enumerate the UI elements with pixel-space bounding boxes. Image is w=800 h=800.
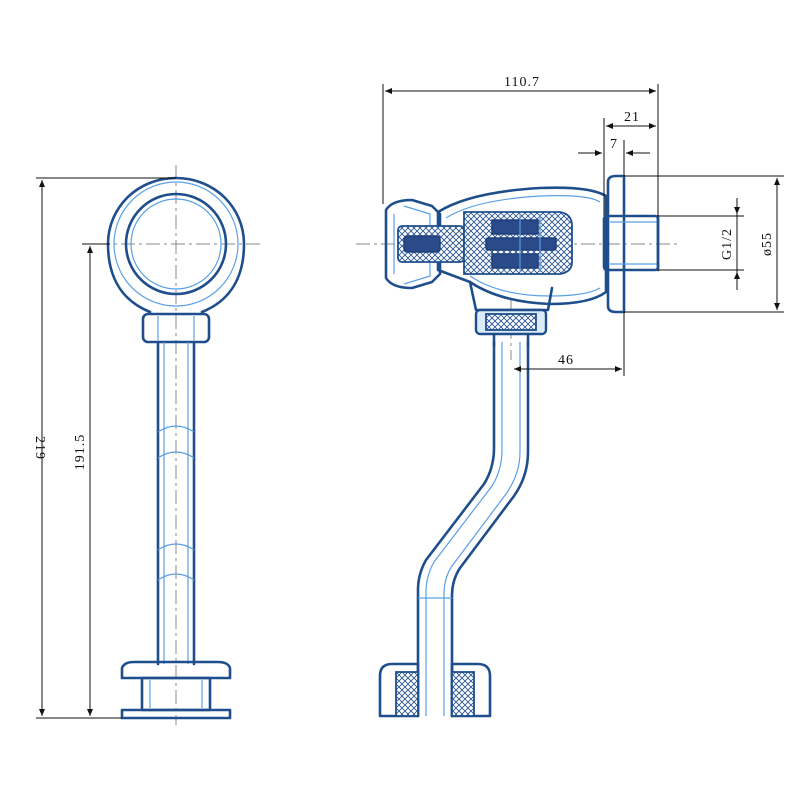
side-section-view: 110.7 21 7 G1/2 ø55 <box>356 75 784 718</box>
outlet-pipe <box>416 340 530 718</box>
front-base-flange <box>120 660 232 720</box>
front-hex-nut <box>141 312 211 344</box>
dimension-thread: G1/2 <box>658 198 744 290</box>
front-view: 219 191.5 <box>32 165 262 725</box>
dimension-total-height: 219 <box>32 177 176 719</box>
label-diameter: ø55 <box>760 232 775 256</box>
dimension-diameter: ø55 <box>624 175 784 313</box>
label-outlet-offset: 46 <box>558 353 574 368</box>
dimension-offset-21: 21 <box>603 110 656 216</box>
label-offset-21: 21 <box>624 110 640 125</box>
front-pipe <box>156 340 196 666</box>
dimension-overall-width: 110.7 <box>382 75 659 216</box>
outlet-neck <box>468 280 554 348</box>
dimension-outlet-offset: 46 <box>514 312 625 376</box>
label-offset-7: 7 <box>610 137 618 152</box>
label-overall-width: 110.7 <box>504 75 540 90</box>
internal-cartridge <box>397 211 573 275</box>
dimension-inner-height: 191.5 <box>73 243 110 716</box>
label-inner-height: 191.5 <box>73 434 88 471</box>
label-total-height: 219 <box>32 436 47 460</box>
outlet-base-seal <box>378 662 492 718</box>
label-thread: G1/2 <box>720 228 735 260</box>
dimension-offset-7: 7 <box>578 137 650 176</box>
